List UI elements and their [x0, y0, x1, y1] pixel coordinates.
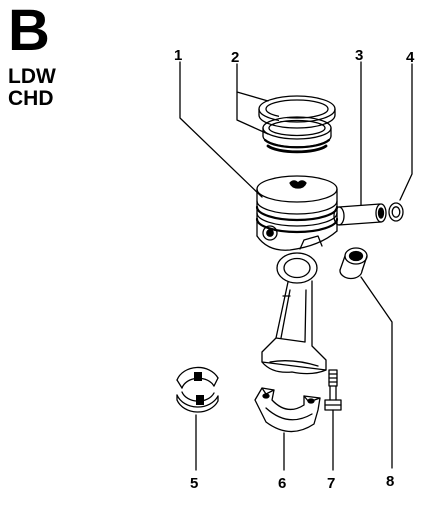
callout-6: 6	[278, 475, 286, 492]
leader-1	[179, 61, 263, 198]
small-end-bushing-drawing	[339, 247, 368, 280]
callout-4: 4	[406, 49, 415, 66]
leader-lines	[179, 61, 413, 471]
leader-4	[399, 63, 413, 201]
callout-2: 2	[231, 49, 239, 66]
connecting-rod-drawing	[261, 252, 327, 375]
piston-pin-drawing	[333, 203, 387, 226]
section-letter: B	[8, 0, 50, 63]
callout-5: 5	[190, 475, 198, 492]
callout-3: 3	[355, 47, 363, 64]
leader-2a	[236, 63, 269, 102]
callout-7: 7	[327, 475, 335, 492]
model-label-ldw: LDW	[8, 65, 56, 88]
leader-8	[360, 276, 393, 469]
piston-rings-drawing	[258, 95, 336, 154]
bearing-shells-drawing	[176, 366, 219, 413]
model-label-chd: CHD	[8, 87, 54, 110]
circlip-drawing	[388, 202, 404, 222]
connecting-rod-bolt-drawing	[324, 369, 342, 411]
connecting-rod-cap-drawing	[254, 387, 321, 433]
leader-2b	[236, 91, 269, 135]
callout-numbers: 1 2 3 4 5 6 7 8	[174, 47, 415, 492]
piston-drawing	[255, 175, 339, 251]
callout-1: 1	[174, 47, 182, 64]
callout-8: 8	[386, 473, 394, 490]
